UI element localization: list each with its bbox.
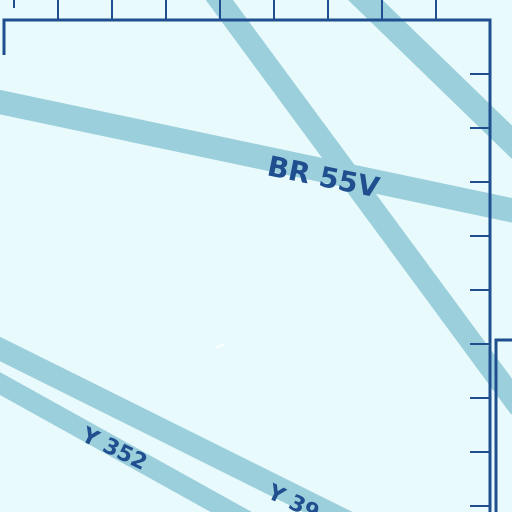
right-ticks <box>470 73 490 507</box>
top-ticks <box>13 0 437 20</box>
airway-y-lower <box>0 372 252 512</box>
inset-frame <box>494 338 512 512</box>
top-border-line <box>2 18 492 512</box>
airway-y352 <box>0 336 353 512</box>
airway-diagonal-left <box>205 0 512 415</box>
chart-speck <box>215 343 225 349</box>
airway-br55v <box>0 89 512 223</box>
